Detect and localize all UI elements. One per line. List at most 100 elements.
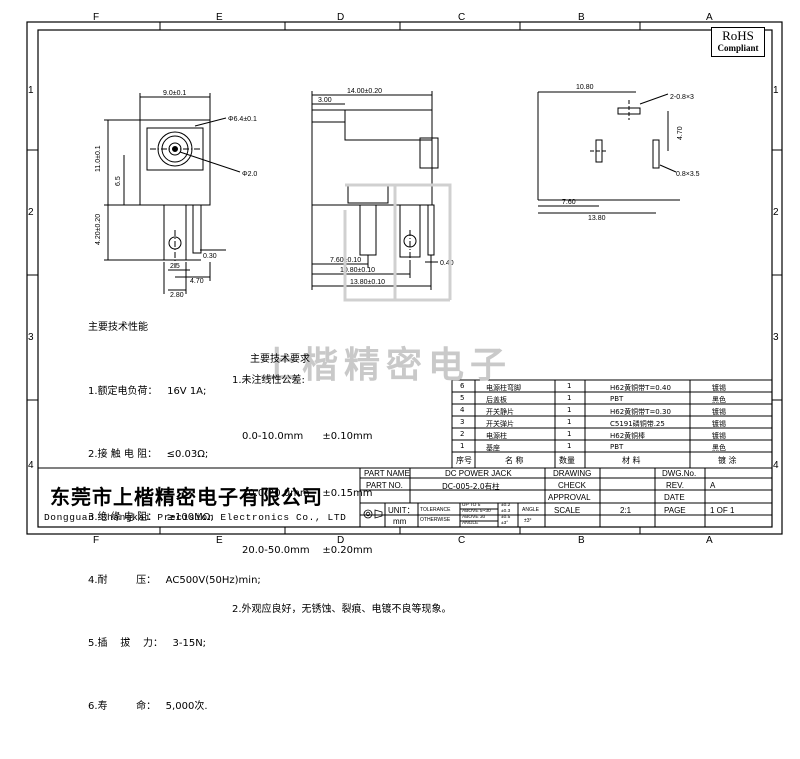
col-label: E xyxy=(216,535,223,546)
bom-cell-mat: H62黄铜带T=0.30 xyxy=(610,408,671,416)
grid-ticks xyxy=(27,22,782,534)
dim-side-1380: 13.80±0.10 xyxy=(350,279,385,286)
bom-cell-plate: 镀锡 xyxy=(712,384,726,392)
tolerance-label: TOLERANCE xyxy=(420,507,451,513)
otherwise-label: OTHERWISE xyxy=(420,517,451,523)
approval-label: APPROVAL xyxy=(548,493,591,502)
tol-value: ±0.5 xyxy=(501,515,511,520)
pcb-view xyxy=(537,91,680,214)
bom-cell-qty: 1 xyxy=(567,418,572,426)
dim-side-040: 0.40 xyxy=(440,260,454,267)
col-label: E xyxy=(216,12,223,23)
bom-cell-no: 3 xyxy=(460,418,465,426)
unit-label: UNIT： xyxy=(388,506,415,515)
dim-pcb-760: 7.60 xyxy=(562,199,576,206)
bom-header-qty: 数量 xyxy=(559,456,575,465)
inner-frame xyxy=(37,29,773,528)
col-label: D xyxy=(337,12,345,23)
dim-side-1080: 10.80±0.10 xyxy=(340,267,375,274)
col-label: B xyxy=(578,12,585,23)
row-label: 4 xyxy=(773,460,779,471)
dim-front-470: 4.70 xyxy=(190,278,204,285)
dim-pcb-hole: 2-0.8×3 xyxy=(670,94,694,101)
performance-item: 5.插 拔 力： 3-15N; xyxy=(88,638,207,649)
part-name-label: PART NAME xyxy=(364,469,410,478)
bom-cell-mat: PBT xyxy=(610,443,624,451)
rev-value: A xyxy=(710,481,716,490)
part-name-value: DC POWER JACK xyxy=(445,469,512,478)
part-no-label: PART NO. xyxy=(366,481,403,490)
projection-symbol-icon xyxy=(363,509,383,519)
watermark-logo xyxy=(343,183,452,302)
bom-cell-plate: 黑色 xyxy=(712,396,726,404)
tol-range: ABOVE 5~30 xyxy=(462,509,491,514)
tol-value: ±3° xyxy=(501,521,509,526)
bom-cell-name: 开关弹片 xyxy=(486,420,514,428)
col-label: C xyxy=(458,12,466,23)
company-name-en: Dongguan Shangkai Precision Electronics … xyxy=(44,512,347,523)
part-no-value: DC-005-2.0有柱 xyxy=(442,482,500,491)
page-value: 1 OF 1 xyxy=(710,506,735,515)
date-label: DATE xyxy=(664,493,685,502)
scale-value: 2:1 xyxy=(620,506,632,515)
company-name-cn: 东莞市上楷精密电子有限公司 xyxy=(50,485,323,509)
tol-value: ±0.2 xyxy=(501,503,511,508)
dwg-no-label: DWG.No. xyxy=(662,469,697,478)
performance-item: 2.接 触 电 阻： ≤0.03Ω; xyxy=(88,449,209,460)
bom-header-name: 名 称 xyxy=(505,456,524,465)
requirements-line2: 2.外观应良好，无锈蚀、裂痕、电镀不良等现象。 xyxy=(232,604,452,615)
bom-cell-plate: 黑色 xyxy=(712,444,726,452)
tol-range: ABOVE 30 xyxy=(462,515,486,520)
bom-cell-name: 开关静片 xyxy=(486,408,514,416)
title-block-grid xyxy=(38,467,772,527)
angle-label: ANGLE xyxy=(522,507,539,513)
drawing-sheet: 9.0±0.1 Φ6.4±0.1 Φ2.0 11.0±0.1 6.5 4.20±… xyxy=(26,21,783,535)
dim-pcb-470: 4.70 xyxy=(677,126,684,140)
tolerance-item: 20.0-50.0mm ±0.20mm xyxy=(242,545,373,556)
row-label: 2 xyxy=(773,207,779,218)
dim-front-mid: 6.5 xyxy=(115,176,122,186)
dim-front-030: 0.30 xyxy=(203,253,217,260)
rohs-title: RoHS xyxy=(722,28,754,43)
bom-cell-plate: 镀锡 xyxy=(712,432,726,440)
dim-front-hole: Φ6.4±0.1 xyxy=(228,116,257,123)
row-label: 4 xyxy=(28,460,34,471)
angle-value: ±3° xyxy=(524,518,532,524)
col-label: C xyxy=(458,535,466,546)
rohs-stamp: RoHS Compliant xyxy=(711,27,765,57)
dim-front-width: 9.0±0.1 xyxy=(163,90,186,97)
bom-grid xyxy=(451,379,773,469)
performance-title: 主要技术性能 xyxy=(88,322,148,333)
drawing-label: DRAWING xyxy=(553,469,592,478)
dim-front-280: 2.80 xyxy=(170,292,184,299)
tolerance-list: 0.0-10.0mm ±0.10mm 10.0-20.0mm ±0.15mm 2… xyxy=(242,389,452,598)
side-dim-labels: 14.00±0.20 3.00 7.60±0.10 10.80±0.10 13.… xyxy=(318,88,454,286)
performance-item: 3.绝 缘 电 阻： ≥100MΩ; xyxy=(88,512,214,523)
performance-item: 6.寿 命： 5,000次. xyxy=(88,701,208,712)
bom-cell-mat: PBT xyxy=(610,395,624,403)
col-label: F xyxy=(93,535,100,546)
bom-cell-qty: 1 xyxy=(567,394,572,402)
requirements-title: 主要技术要求 xyxy=(250,354,310,365)
bom-cell-no: 1 xyxy=(460,442,465,450)
watermark-text: 上楷精密电子 xyxy=(260,345,513,386)
row-label: 2 xyxy=(28,207,34,218)
dim-pcb-slot: 0.8×3.5 xyxy=(676,171,700,178)
unit-value: mm xyxy=(393,517,407,526)
requirements-line1: 1.未注线性公差: xyxy=(232,375,305,386)
rev-label: REV. xyxy=(666,481,684,490)
dim-front-lower: 4.20±0.20 xyxy=(95,214,102,245)
bom-cell-mat: H62黄铜棒 xyxy=(610,432,646,440)
front-dim-labels: 9.0±0.1 Φ6.4±0.1 Φ2.0 11.0±0.1 6.5 4.20±… xyxy=(95,90,257,299)
bom-cell-name: 电源柱 xyxy=(486,432,507,440)
dim-side-total: 14.00±0.20 xyxy=(347,88,382,95)
col-label: A xyxy=(706,12,713,23)
row-label: 3 xyxy=(773,332,779,343)
bom-cell-plate: 镀锡 xyxy=(712,408,726,416)
front-view xyxy=(104,93,241,294)
bom-cell-mat: H62黄铜带T=0.40 xyxy=(610,384,671,392)
performance-item: 1.额定电负荷： 16V 1A; xyxy=(88,386,207,397)
row-label: 3 xyxy=(28,332,34,343)
tol-range: ANGLE xyxy=(462,521,479,526)
tolerance-item: 0.0-10.0mm ±0.10mm xyxy=(242,431,373,442)
